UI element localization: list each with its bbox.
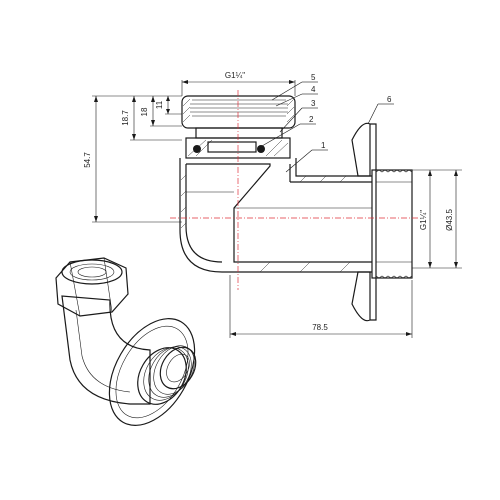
callout-2: 2 <box>309 115 314 124</box>
dimension-left-stack: 54.7 18.7 18 11 <box>83 95 182 223</box>
isometric-view <box>55 257 197 426</box>
dim-18-7: 18.7 <box>121 110 130 126</box>
callout-5: 5 <box>311 73 316 82</box>
callout-4: 4 <box>311 85 316 94</box>
dim-18: 18 <box>140 107 149 116</box>
dim-11: 11 <box>155 100 164 109</box>
top-thread-label: G1¼" <box>225 71 245 80</box>
dim-54-7: 54.7 <box>83 152 92 168</box>
callout-1: 1 <box>321 141 326 150</box>
dimension-top-thread: G1¼" <box>181 71 296 96</box>
dia-43-5: Ø43.5 <box>445 209 454 231</box>
dimension-bottom: 78.5 <box>229 275 413 338</box>
callout-3: 3 <box>311 99 316 108</box>
callouts: 5 4 3 2 1 6 <box>261 73 394 173</box>
dimension-right: G1¼" Ø43.5 <box>412 169 462 269</box>
callout-6: 6 <box>387 95 392 104</box>
dim-78-5: 78.5 <box>312 323 328 332</box>
section-view <box>170 90 420 322</box>
right-thread-label: G1¼" <box>419 210 428 230</box>
